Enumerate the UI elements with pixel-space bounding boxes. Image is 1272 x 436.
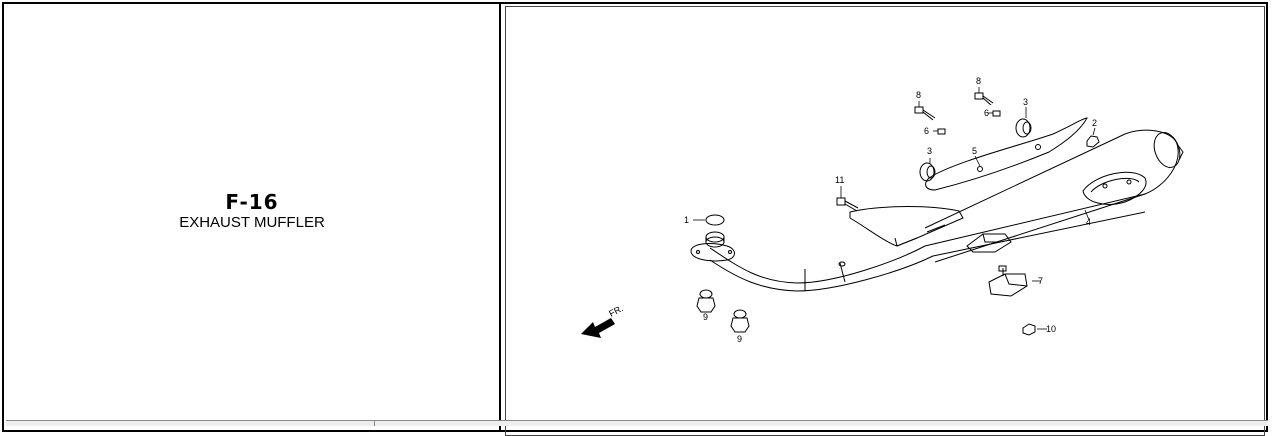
- callout-6: 6: [984, 108, 989, 118]
- callout-9: 9: [737, 334, 742, 344]
- callout-4: 4: [1086, 217, 1091, 227]
- exploded-parts-diagram: FR. 1 2 3 3 4 5 6 6 7 8 8 9 9 10 11: [581, 76, 1184, 344]
- flange-bolt: [914, 106, 936, 121]
- callout-7: 7: [1038, 276, 1043, 286]
- collar: [937, 128, 946, 135]
- lower-stay: [966, 233, 1012, 253]
- gasket: [705, 214, 725, 226]
- section-code: F-16: [225, 190, 279, 214]
- cap-nut: [696, 289, 716, 313]
- callout-1: 1: [684, 215, 689, 225]
- callout-10: 10: [1046, 324, 1056, 334]
- bottom-rule: [6, 420, 1268, 426]
- callout-8: 8: [916, 90, 921, 100]
- callout-2: 2: [1092, 118, 1097, 128]
- callout-3: 3: [1023, 97, 1028, 107]
- exhaust-pipe: [709, 193, 1146, 292]
- exhaust-flange: [690, 231, 735, 262]
- front-direction-label: FR.: [607, 303, 624, 319]
- collar: [992, 110, 1001, 117]
- column-divider: [499, 2, 501, 432]
- rubber-bushing: [919, 162, 936, 182]
- section-title-block: F-16 EXHAUST MUFFLER: [6, 190, 498, 232]
- front-direction-arrow-icon: [581, 318, 615, 338]
- section-name: EXHAUST MUFFLER: [179, 214, 325, 231]
- rubber-bushing: [1015, 118, 1032, 138]
- flange-nut: [1022, 323, 1036, 336]
- callout-3: 3: [927, 146, 932, 156]
- flange-bolt: [974, 92, 994, 106]
- callout-11: 11: [835, 175, 844, 185]
- rubber-mount: [988, 265, 1028, 297]
- heat-protector: [925, 117, 1088, 191]
- muffler-body: [924, 129, 1184, 263]
- callout-6: 6: [924, 126, 929, 136]
- callout-9: 9: [703, 312, 708, 322]
- muffler-mounting-bracket: [849, 206, 964, 247]
- callout-5: 5: [972, 146, 977, 156]
- callout-8: 8: [976, 76, 981, 86]
- mounting-bolt: [836, 197, 859, 212]
- hex-nut: [1086, 135, 1100, 148]
- cap-nut: [730, 309, 750, 333]
